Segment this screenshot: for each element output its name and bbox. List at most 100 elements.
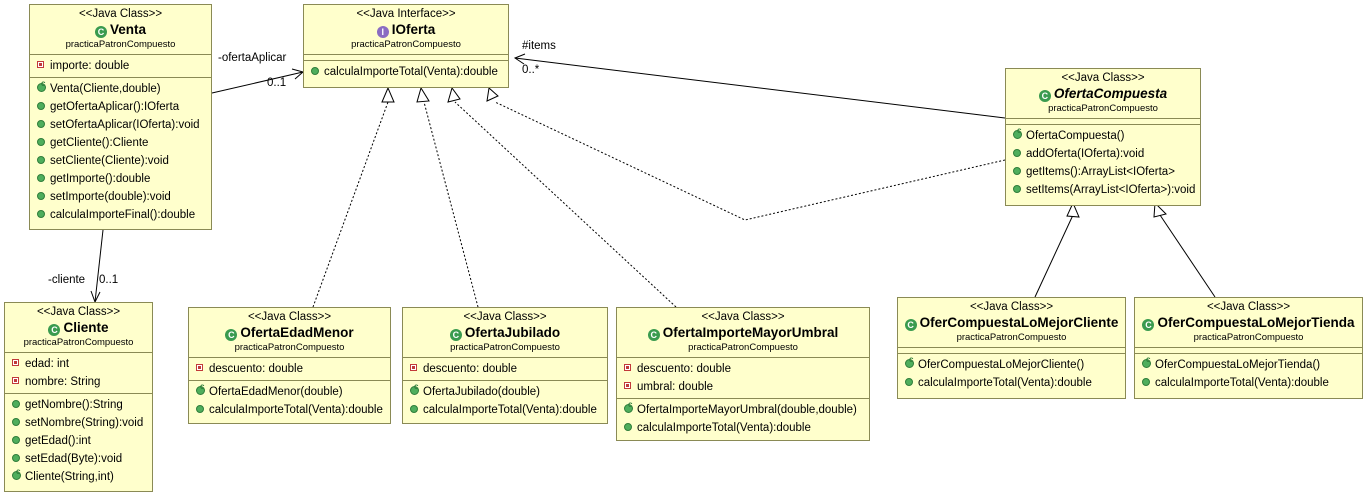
stereotype: <<Java Class>> [36, 306, 121, 318]
method-row: OferCompuestaLoMejorTienda() [1135, 351, 1362, 374]
method-row: setOfertaAplicar(IOferta):void [30, 116, 211, 134]
public-method-icon [905, 378, 913, 386]
class-c-icon: C [904, 319, 917, 331]
public-method-icon [37, 210, 45, 218]
realization-umbral [454, 101, 677, 308]
public-method-icon [37, 192, 45, 200]
cliente-role-label: -cliente [48, 274, 86, 286]
constructor-icon [196, 378, 205, 396]
constructor-icon [410, 378, 419, 396]
private-field-icon [196, 364, 203, 371]
method-row: setItems(ArrayList<IOferta>):void [1006, 181, 1200, 199]
method-row: setImporte(double):void [30, 188, 211, 206]
field-row: descuento: double [403, 360, 607, 378]
package-name: practicaPatronCompuesto [450, 342, 560, 353]
method-row: setNombre(String):void [5, 414, 152, 432]
items-multiplicity: 0..* [522, 64, 540, 76]
triangle-head [447, 86, 461, 103]
method-row: calculaImporteTotal(Venta):double [189, 401, 390, 419]
fields-compartment [898, 347, 1125, 353]
fields-compartment [304, 54, 508, 60]
method-row: setCliente(Cliente):void [30, 152, 211, 170]
class-c-icon: C [449, 329, 462, 341]
constructor-icon [905, 351, 914, 369]
generalization-lomejorcliente [1034, 214, 1074, 298]
package-name: practicaPatronCompuesto [1193, 332, 1304, 343]
public-method-icon [37, 174, 45, 182]
public-method-icon [12, 418, 20, 426]
realization-compuesta [494, 101, 1006, 221]
private-field-icon [12, 377, 19, 384]
fields-compartment: descuento: double [189, 357, 390, 380]
method-row: setEdad(Byte):void [5, 450, 152, 468]
public-method-icon [37, 156, 45, 164]
fields-compartment: descuento: double [403, 357, 607, 380]
methods-compartment: calculaImporteTotal(Venta):double [304, 60, 508, 83]
package-name: practicaPatronCompuesto [688, 342, 798, 353]
class-c-icon: C [225, 329, 238, 341]
public-method-icon [311, 67, 319, 75]
private-field-icon [37, 61, 44, 68]
public-method-icon [624, 423, 632, 431]
methods-compartment: OfertaCompuesta() addOferta(IOferta):voi… [1006, 122, 1200, 201]
method-row: calculaImporteTotal(Venta):double [617, 419, 869, 437]
methods-compartment: OfertaEdadMenor(double) calculaImporteTo… [189, 378, 390, 421]
generalization-lomejortienda [1159, 214, 1216, 298]
method-row: OfertaEdadMenor(double) [189, 378, 390, 401]
methods-compartment: OfertaImporteMayorUmbral(double,double) … [617, 396, 869, 439]
method-row: Venta(Cliente,double) [30, 75, 211, 98]
realization-jubilado [423, 101, 479, 308]
methods-compartment: Venta(Cliente,double) getOfertaAplicar()… [30, 75, 211, 226]
public-method-icon [37, 138, 45, 146]
fields-compartment: descuento: double umbral: double [617, 357, 869, 398]
field-row: descuento: double [617, 360, 869, 378]
triangle-head [1066, 201, 1080, 218]
method-row: getCliente():Cliente [30, 134, 211, 152]
interface-i-icon: I [376, 26, 389, 38]
constructor-icon [1142, 351, 1151, 369]
triangle-head [1153, 201, 1167, 218]
class-c-icon: C [48, 324, 61, 336]
method-row: OfertaJubilado(double) [403, 378, 607, 401]
public-method-icon [12, 436, 20, 444]
stereotype: <<Java Class>> [701, 311, 785, 323]
method-row: calculaImporteTotal(Venta):double [304, 63, 508, 81]
field-row: descuento: double [189, 360, 390, 378]
public-method-icon [1142, 378, 1150, 386]
association-items [514, 57, 1006, 119]
association-venta-cliente [94, 229, 104, 303]
abstract-class-icon: C [1038, 90, 1051, 102]
triangle-head [486, 87, 499, 102]
cliente-multiplicity: 0..1 [99, 274, 119, 286]
field-row: umbral: double [617, 378, 869, 396]
package-name: practicaPatronCompuesto [956, 332, 1067, 343]
triangle-head [381, 86, 395, 103]
method-row: getImporte():double [30, 170, 211, 188]
fields-compartment: importe: double [30, 54, 211, 77]
method-row: calculaImporteFinal():double [30, 206, 211, 224]
public-method-icon [12, 454, 20, 462]
private-field-icon [624, 364, 631, 371]
package-name: practicaPatronCompuesto [1048, 103, 1158, 114]
methods-compartment: OferCompuestaLoMejorTienda() calculaImpo… [1135, 351, 1362, 394]
package-name: practicaPatronCompuesto [23, 337, 134, 348]
class-c-icon: C [647, 329, 660, 341]
public-method-icon [12, 400, 20, 408]
constructor-icon [1013, 122, 1022, 140]
